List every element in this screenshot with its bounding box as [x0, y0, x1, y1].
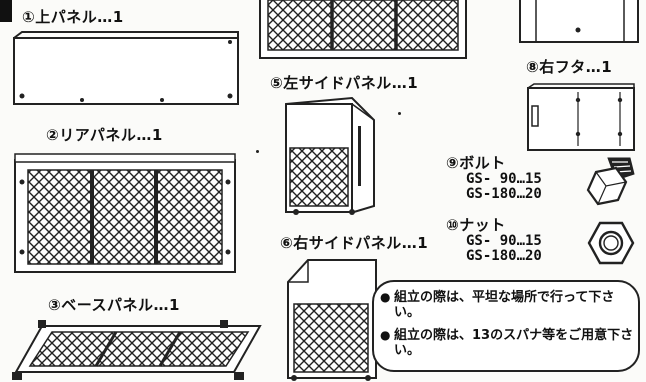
right-lid-label: ⑧右フタ…1	[526, 58, 613, 76]
bullet-icon: ●	[380, 328, 391, 342]
corner-tab	[0, 0, 12, 22]
note-item: ● 組立の際は、平坦な場所で行って下さい。	[374, 290, 638, 324]
nut-spec-gs90: GS- 90…15	[466, 233, 542, 249]
rear-panel-label: ②リアパネル…1	[46, 126, 163, 144]
bolt-spec-gs90: GS- 90…15	[466, 171, 542, 187]
left-side-panel-label: ⑤左サイドパネル…1	[270, 74, 419, 92]
note-text: 組立の際は、平坦な場所で行って下さい。	[394, 290, 615, 320]
upper-mesh-panel-illustration	[259, 0, 467, 59]
rear-panel-illustration	[14, 153, 236, 273]
dot	[256, 150, 259, 153]
top-panel-label: ①上パネル…1	[22, 8, 124, 26]
bolt-spec-gs180: GS-180…20	[466, 186, 542, 202]
right-side-panel-illustration	[287, 259, 377, 381]
bolt-icon	[586, 157, 635, 206]
right-side-panel-label: ⑥右サイドパネル…1	[280, 234, 429, 252]
note-text: 組立の際は、13のスパナ等をご用意下さい。	[394, 328, 634, 358]
left-side-panel-illustration	[285, 96, 375, 215]
dot	[398, 112, 401, 115]
upper-right-panel-illustration	[519, 0, 639, 43]
note-item: ● 組立の際は、13のスパナ等をご用意下さい。	[374, 328, 638, 362]
bolt-label: ⑨ボルト	[446, 154, 506, 172]
right-lid-illustration	[527, 83, 635, 151]
notes-box: ● 組立の際は、平坦な場所で行って下さい。 ● 組立の際は、13のスパナ等をご用…	[372, 280, 640, 372]
nut-spec-gs180: GS-180…20	[466, 248, 542, 264]
nut-icon	[587, 221, 635, 265]
base-panel-illustration	[12, 320, 262, 380]
base-panel-label: ③ベースパネル…1	[48, 296, 180, 314]
nut-label: ⑩ナット	[446, 216, 506, 234]
bullet-icon: ●	[380, 290, 391, 304]
top-panel-illustration	[13, 31, 239, 105]
